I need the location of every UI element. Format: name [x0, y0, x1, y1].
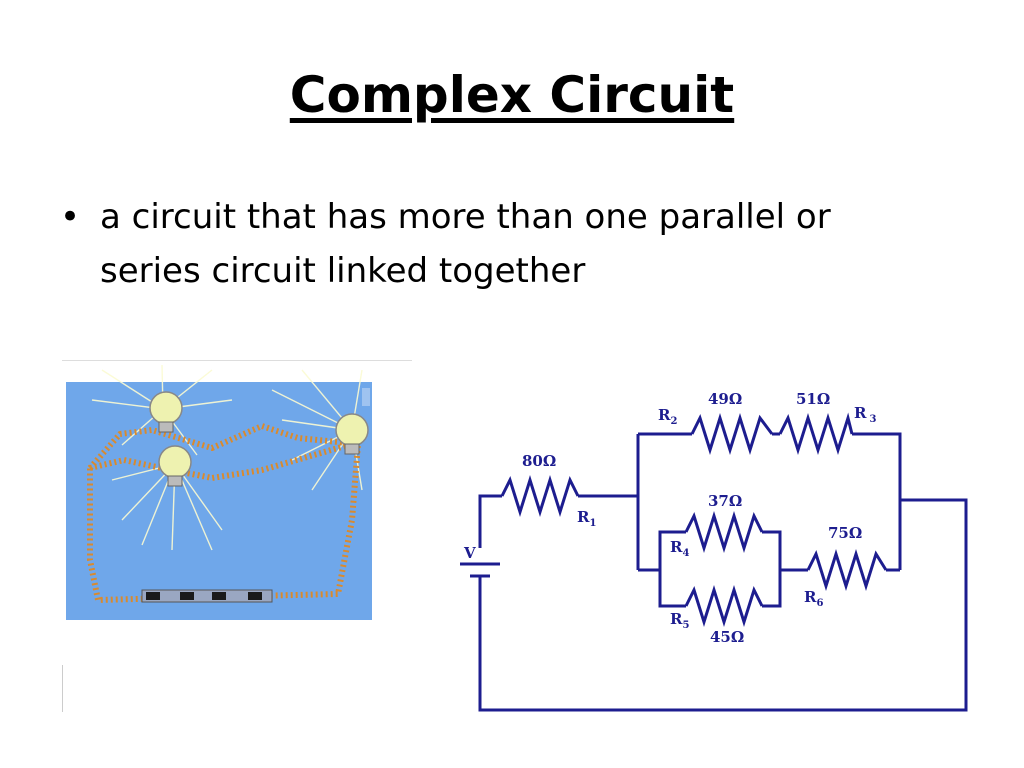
resistor-zigzag — [778, 412, 854, 456]
resistor-value-r1: 80Ω — [522, 452, 556, 470]
light-bulb-icon — [158, 445, 192, 487]
bead-wire-branch — [89, 441, 353, 481]
resistor-zigzag — [690, 412, 774, 456]
resistor-zigzag — [500, 474, 580, 518]
resistor-value-r3: 51Ω — [796, 390, 830, 408]
bullet-list: • a circuit that has more than one paral… — [58, 190, 938, 298]
resistor-label-r2: R2 — [658, 406, 677, 427]
resistor-zigzag — [684, 510, 764, 554]
illustration-canvas — [62, 360, 412, 712]
light-bulb-icon — [149, 391, 183, 433]
slide-title: Complex Circuit — [289, 66, 735, 124]
bullet-dot: • — [60, 197, 81, 237]
sky-background — [66, 382, 372, 620]
bullet-item: • a circuit that has more than one paral… — [58, 190, 938, 298]
resistor-zigzag — [806, 548, 888, 592]
resistor-value-r4: 37Ω — [708, 492, 742, 510]
source-label: V — [463, 544, 476, 562]
resistor-value-r5: 45Ω — [710, 628, 744, 646]
resistor-label-r6: R6 — [804, 588, 823, 609]
resistor-label-r4: R4 — [670, 538, 689, 559]
resistor-label-r1: R1 — [577, 508, 596, 529]
resistor-value-r2: 49Ω — [708, 390, 742, 408]
battery-icon — [141, 589, 273, 603]
resistor-value-r6: 75Ω — [828, 524, 862, 542]
circuit-wires — [478, 412, 968, 712]
light-bulb-icon — [335, 413, 369, 455]
bullet-text: a circuit that has more than one paralle… — [100, 197, 831, 291]
battery-symbol — [460, 562, 500, 578]
circuit-illustration — [62, 360, 412, 712]
resistor-zigzag — [684, 584, 764, 628]
resistor-label-r5: R5 — [670, 610, 689, 631]
